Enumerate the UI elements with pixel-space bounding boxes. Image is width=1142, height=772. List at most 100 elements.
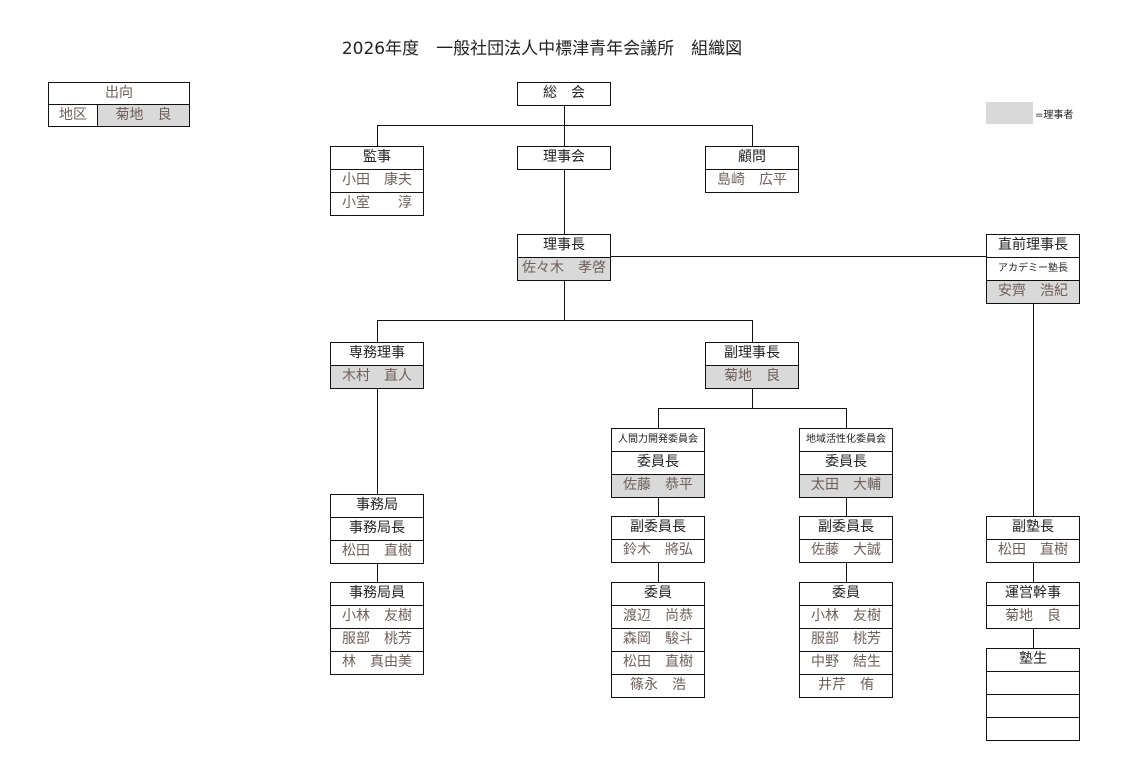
connector-line (846, 494, 847, 516)
legend-label: =理事者 (1035, 110, 1074, 121)
box-jukusei: 塾生 (986, 648, 1080, 741)
member-name: 松田 直樹 (987, 539, 1079, 562)
connector-line (846, 560, 847, 582)
connector-line (658, 408, 847, 409)
box-fuku-jukucho: 副塾長松田 直樹 (986, 516, 1080, 563)
shukko-header: 出向 (105, 85, 133, 101)
box-chiiki-iin: 委員小林 友樹服部 桃芳中野 結生井芹 侑 (799, 582, 893, 698)
box-heading: 塾生 (1019, 651, 1047, 667)
box-heading: 理事長 (543, 237, 585, 253)
shukko-table: 出向 地区 菊地 良 (48, 82, 190, 127)
member-name: 菊地 良 (987, 605, 1079, 628)
connector-line (377, 320, 378, 342)
box-heading: 副理事長 (724, 345, 780, 361)
connector-line (752, 125, 753, 146)
connector-line (564, 278, 565, 320)
empty-row (987, 694, 1079, 717)
member-name: 島崎 広平 (706, 169, 798, 192)
box-heading: 直前理事長 (998, 237, 1068, 253)
member-name: 太田 大輔 (800, 474, 892, 497)
box-heading: 監事 (363, 149, 391, 165)
box-ningen-iincho: 人間力開発委員会委員長佐藤 恭平 (611, 428, 705, 498)
member-name: 佐々木 孝啓 (518, 257, 610, 280)
shukko-label: 地区 (49, 105, 98, 126)
box-jimukyokuin: 事務局員小林 友樹服部 桃芳林 真由美 (330, 582, 424, 675)
page-title: 2026年度 一般社団法人中標津青年会議所 組織図 (341, 39, 743, 59)
box-heading: 運営幹事 (1005, 585, 1061, 601)
box-ningen-iin: 委員渡辺 尚恭森岡 駿斗松田 直樹篠永 浩 (611, 582, 705, 698)
box-heading: 副委員長 (818, 519, 874, 535)
box-heading: 人間力開発委員会 (618, 434, 698, 445)
connector-line (752, 320, 753, 342)
box-chiiki-fuku-iincho: 副委員長佐藤 大誠 (799, 516, 893, 563)
box-heading: 副委員長 (630, 519, 686, 535)
role-label: 委員長 (612, 451, 704, 474)
box-heading: 事務局員 (349, 585, 405, 601)
member-name: 菊地 良 (706, 365, 798, 388)
box-kanji: 監事小田 康夫小室 淳 (330, 146, 424, 216)
role-label: アカデミー塾長 (987, 257, 1079, 280)
box-rijicho: 理事長佐々木 孝啓 (517, 234, 611, 281)
legend-swatch (986, 102, 1033, 124)
box-unei-kanji: 運営幹事菊地 良 (986, 582, 1080, 629)
box-heading: 総 会 (543, 85, 585, 101)
box-heading: 委員 (644, 585, 672, 601)
member-name: 小室 淳 (331, 192, 423, 215)
member-name: 鈴木 將弘 (612, 539, 704, 562)
connector-line (377, 125, 753, 126)
box-jimukyoku: 事務局事務局長松田 直樹 (330, 494, 424, 564)
box-rijikai: 理事会 (517, 146, 611, 170)
member-name: 篠永 浩 (612, 674, 704, 697)
member-name: 小田 康夫 (331, 169, 423, 192)
box-chiiki-iincho: 地域活性化委員会委員長太田 大輔 (799, 428, 893, 498)
box-heading: 委員 (832, 585, 860, 601)
box-heading: 地域活性化委員会 (806, 434, 886, 445)
member-name: 佐藤 大誠 (800, 539, 892, 562)
member-name: 渡辺 尚恭 (612, 605, 704, 628)
member-name: 小林 友樹 (800, 605, 892, 628)
member-name: 松田 直樹 (612, 651, 704, 674)
connector-line (611, 256, 986, 257)
member-name: 木村 直人 (331, 365, 423, 388)
connector-line (658, 408, 659, 428)
box-fuku-rijicho: 副理事長菊地 良 (705, 342, 799, 389)
empty-row (987, 717, 1079, 740)
member-name: 井芹 侑 (800, 674, 892, 697)
connector-line (564, 168, 565, 234)
box-heading: 理事会 (543, 149, 585, 165)
box-heading: 副塾長 (1012, 519, 1054, 535)
connector-line (377, 386, 378, 494)
member-name: 小林 友樹 (331, 605, 423, 628)
box-heading: 事務局 (356, 497, 398, 513)
member-name: 服部 桃芳 (331, 628, 423, 651)
member-name: 林 真由美 (331, 651, 423, 674)
role-label: 委員長 (800, 451, 892, 474)
empty-row (987, 671, 1079, 694)
connector-line (1033, 300, 1034, 516)
connector-line (377, 320, 753, 321)
connector-line (658, 560, 659, 582)
box-heading: 専務理事 (349, 345, 405, 361)
box-chokuzen-rijicho: 直前理事長アカデミー塾長安齊 浩紀 (986, 234, 1080, 304)
box-ningen-fuku-iincho: 副委員長鈴木 將弘 (611, 516, 705, 563)
member-name: 服部 桃芳 (800, 628, 892, 651)
member-name: 森岡 駿斗 (612, 628, 704, 651)
connector-line (752, 386, 753, 408)
member-name: 佐藤 恭平 (612, 474, 704, 497)
connector-line (1033, 560, 1034, 582)
connector-line (658, 494, 659, 516)
connector-line (377, 560, 378, 582)
box-heading: 顧問 (738, 149, 766, 165)
shukko-name: 菊地 良 (98, 105, 189, 126)
connector-line (564, 103, 565, 146)
member-name: 松田 直樹 (331, 540, 423, 563)
box-sokai: 総 会 (517, 82, 611, 106)
box-senmu-riji: 専務理事木村 直人 (330, 342, 424, 389)
member-name: 中野 結生 (800, 651, 892, 674)
connector-line (377, 125, 378, 146)
connector-line (846, 408, 847, 428)
box-komon: 顧問島崎 広平 (705, 146, 799, 193)
connector-line (1033, 626, 1034, 648)
role-label: 事務局長 (331, 517, 423, 540)
